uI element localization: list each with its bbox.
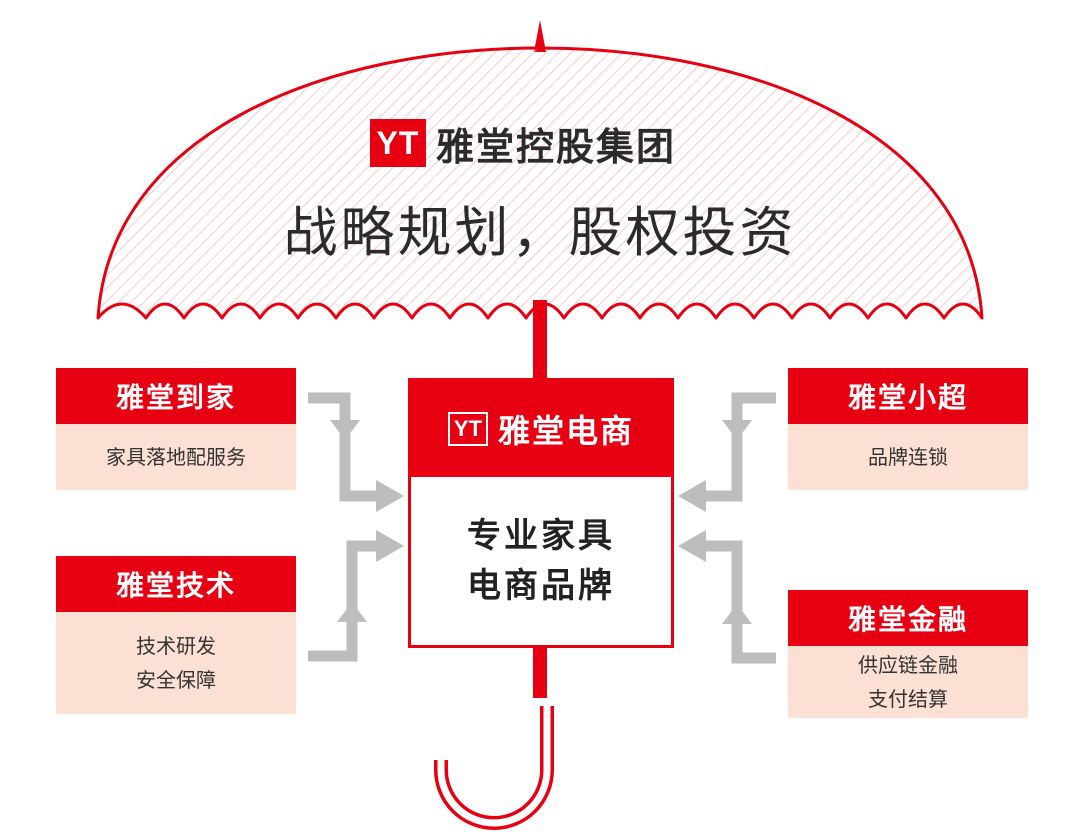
card-jishu: 雅堂技术 技术研发 安全保障 <box>56 556 296 714</box>
card-line: 供应链金融 <box>858 653 958 677</box>
card-title: 雅堂到家 <box>56 368 296 424</box>
card-body: 家具落地配服务 <box>56 424 296 490</box>
arrow-xiaochao <box>704 392 776 502</box>
center-brand-box: YT 雅堂电商 专业家具 电商品牌 <box>408 378 674 648</box>
arrow-daojia <box>308 392 378 502</box>
umbrella-canopy <box>96 46 984 320</box>
card-line: 技术研发 <box>136 634 216 658</box>
arrowhead-xiaochao-down <box>722 420 752 440</box>
card-body: 技术研发 安全保障 <box>56 612 296 714</box>
center-body-line: 电商品牌 <box>467 566 615 606</box>
group-logo: YT 雅堂控股集团 <box>370 118 677 169</box>
group-slogan: 战略规划，股权投资 <box>283 201 797 264</box>
center-header: YT 雅堂电商 <box>411 381 671 477</box>
arrowhead-jinrong <box>678 530 706 562</box>
arrowhead-jinrong-up <box>722 604 752 624</box>
card-title: 雅堂小超 <box>788 368 1028 424</box>
card-body: 品牌连锁 <box>788 424 1028 490</box>
umbrella-shaft-bottom <box>533 646 547 698</box>
card-line: 支付结算 <box>868 687 948 711</box>
arrow-jishu <box>308 540 378 662</box>
arrowhead-daojia <box>376 480 404 512</box>
yt-logo-icon: YT <box>447 412 488 446</box>
card-body: 供应链金融 支付结算 <box>788 646 1028 718</box>
center-body: 专业家具 电商品牌 <box>411 477 671 645</box>
arrowhead-jishu-up <box>337 602 367 622</box>
center-body-line: 专业家具 <box>467 516 615 556</box>
card-title: 雅堂金融 <box>788 590 1028 646</box>
yt-logo-icon: YT <box>370 119 426 167</box>
card-xiaochao: 雅堂小超 品牌连锁 <box>788 368 1028 490</box>
card-title: 雅堂技术 <box>56 556 296 612</box>
card-line: 品牌连锁 <box>868 445 948 469</box>
center-title: 雅堂电商 <box>497 412 634 450</box>
card-daojia: 雅堂到家 家具落地配服务 <box>56 368 296 490</box>
card-jinrong: 雅堂金融 供应链金融 支付结算 <box>788 590 1028 718</box>
arrowhead-daojia-down <box>330 420 360 440</box>
card-line: 家具落地配服务 <box>106 445 246 469</box>
card-line: 安全保障 <box>136 668 216 692</box>
arrow-jinrong <box>704 540 776 664</box>
group-name: 雅堂控股集团 <box>436 124 677 169</box>
arrowhead-xiaochao <box>678 480 706 512</box>
arrowhead-jishu <box>376 530 404 562</box>
umbrella-tip <box>534 20 546 52</box>
umbrella-shaft-top <box>533 300 547 380</box>
